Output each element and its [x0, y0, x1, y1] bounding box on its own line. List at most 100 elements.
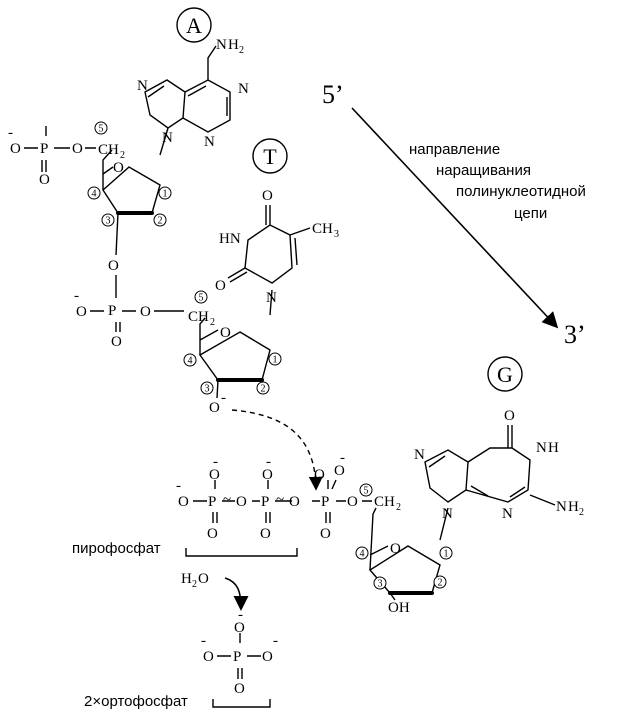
alpha-o-top-right: O [334, 463, 345, 479]
guanine-n3: N [502, 506, 513, 522]
direction-line4: цепи [514, 205, 547, 222]
link-o-right: O [140, 304, 151, 320]
ortho-o-right: O [262, 649, 273, 665]
c3-marker-2 [200, 381, 214, 395]
sugar1-c3-bond [115, 212, 119, 256]
c3-marker-3 [373, 576, 387, 590]
adenine-double-bonds [147, 85, 228, 116]
direction-line2: наращивания [436, 162, 531, 179]
guanine-o6: O [504, 408, 515, 424]
triphosphate-down-bonds [212, 512, 331, 523]
c1-label-2: 1 [273, 355, 278, 366]
c4-label-1: 4 [92, 189, 97, 200]
link-o-bottom: O [111, 334, 122, 350]
linking-phosphate: O P O - O O [74, 258, 184, 350]
sugar1-ring [102, 166, 161, 214]
guanine-amino-bond [529, 494, 556, 506]
adenine-n3: N [204, 134, 215, 150]
link-p-bonds [90, 310, 184, 332]
orthophosphate-bracket [212, 699, 271, 708]
sugar2-ch: CH [188, 309, 209, 325]
thymine-ring [244, 224, 293, 284]
gamma-o-left-charge: - [176, 478, 181, 494]
adenine-n7: N [137, 78, 148, 94]
orthophosphate: O - O - P O - O [201, 607, 278, 697]
sugar3-ch: CH [374, 494, 395, 510]
thymine-c2-carbonyl [227, 267, 248, 283]
sugar3-c5-bond [369, 507, 377, 571]
ortho-o-right-charge: - [273, 633, 278, 649]
alpha-p: P [321, 494, 329, 510]
orthophosphate-label: 2×ортофосфат [84, 693, 188, 710]
c5-marker-3 [359, 483, 373, 497]
gamma-o-bottom: O [207, 526, 218, 542]
guanine-n9: N [442, 506, 453, 522]
c2-label-1: 2 [158, 216, 163, 227]
adenine-glycosidic-bond [159, 127, 169, 156]
incoming-dgtp: O - P O - O ~ O P O - O ~ O P O O - O O … [176, 356, 584, 616]
sugar2-o3: O [209, 400, 220, 416]
pyrophosphate-bracket [185, 548, 298, 557]
guanine-amino-h: H [568, 499, 579, 515]
thymine-ch3-sub: 3 [334, 229, 339, 240]
thymine-methyl-bond [289, 227, 311, 236]
c3-label-1: 3 [106, 216, 111, 227]
badge-a-circle [176, 7, 212, 43]
guanine-double-bonds [428, 455, 526, 498]
c2-marker-2 [256, 381, 270, 395]
sugar1-ch-sub: 2 [120, 150, 125, 161]
link-o-top: O [108, 258, 119, 274]
c5-label-1: 5 [99, 124, 104, 135]
ortho-o-left-charge: - [201, 633, 206, 649]
c5-label-3: 5 [364, 486, 369, 497]
ortho-o-left: O [203, 649, 214, 665]
c4-marker-2 [183, 353, 197, 367]
gamma-beta-tilde: ~ [223, 492, 231, 508]
sugar2-c3-bond [216, 379, 219, 399]
beta-p: P [261, 494, 269, 510]
nucleotide-thymine: T O HN O N CH 3 O CH 2 O - 5 1 4 3 2 [183, 138, 339, 416]
beta-alpha-o: O [289, 494, 300, 510]
guanine-n1-h: H [548, 440, 559, 456]
gamma-o-left: O [178, 494, 189, 510]
adenine-five-ring [144, 79, 186, 129]
water-sub: 2 [192, 579, 197, 590]
c4-label-2: 4 [188, 356, 193, 367]
ortho-o-bottom: O [234, 681, 245, 697]
link-charge: - [74, 288, 79, 304]
phosphate1-o-bottom: O [39, 172, 50, 188]
c2-label-2: 2 [261, 384, 266, 395]
sugar2-ch-sub: 2 [210, 317, 215, 328]
adenine-amino-h: H [228, 37, 239, 53]
c4-label-3: 4 [360, 549, 365, 560]
c1-label-3: 1 [444, 549, 449, 560]
badge-g: G [497, 362, 513, 387]
adenine-six-ring [182, 79, 231, 133]
orthophosphate-bonds [217, 633, 261, 679]
adenine-amino-n: N [216, 37, 227, 53]
beta-o-top: O [262, 467, 273, 483]
sugar3-c3-bond [389, 592, 396, 601]
sugar3-ring-o: O [390, 541, 401, 557]
link-p: P [108, 303, 116, 319]
alpha-o-right: O [347, 494, 358, 510]
badge-g-circle [487, 356, 523, 392]
c2-marker-1 [153, 213, 167, 227]
thymine-o4: O [262, 188, 273, 204]
phosphate1-o-left: O [10, 141, 21, 157]
badge-a: A [186, 13, 202, 38]
gamma-o-top-charge: - [213, 454, 218, 470]
c2-marker-3 [433, 575, 447, 589]
guanine-n1: N [536, 440, 547, 456]
c3-label-2: 3 [205, 384, 210, 395]
c4-marker-1 [87, 186, 101, 200]
c1-marker-3 [439, 546, 453, 560]
phosphate1-charge: - [8, 125, 13, 141]
c1-marker-1 [158, 186, 172, 200]
nucleotide-adenine: A N N N N N H 2 O CH 2 5 1 4 3 2 [8, 7, 249, 256]
ortho-o-top: O [234, 620, 245, 636]
beta-o-top-charge: - [266, 454, 271, 470]
water-h: H [181, 571, 192, 587]
guanine-carbonyl [507, 425, 513, 448]
c5-label-2: 5 [199, 293, 204, 304]
